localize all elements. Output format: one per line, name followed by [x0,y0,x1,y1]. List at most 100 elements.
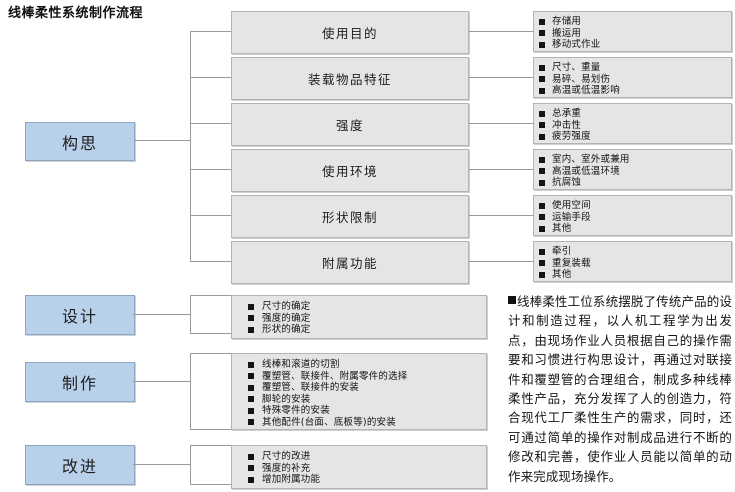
bullet-square-icon [539,225,545,232]
bullet-square-icon [248,453,254,460]
list-item: 尺寸的改进 [232,451,486,463]
bullet-square-icon [248,373,254,379]
bullet-square-icon [248,326,254,333]
list-item: 疲劳强度 [534,131,731,143]
connector-improve-brace [190,445,191,484]
connector-improve-bottom [190,484,231,485]
bullet-square-icon [248,476,254,483]
bullet-square-icon [539,156,545,163]
page-title: 线棒柔性系统制作流程 [8,6,144,21]
list-item: 易碎、易划伤 [534,74,731,86]
connector-detail-1 [468,31,533,32]
stage-box-make[interactable]: 制作 [25,362,135,402]
list-item: 高温或低温环境 [534,166,731,178]
bullet-square-icon [248,384,254,391]
bullet-square-icon [248,465,254,471]
connector-branch-4 [190,169,231,170]
detail-box-design[interactable]: 尺寸的确定 强度的确定 形状的确定 [231,295,487,339]
bullet-square-icon [539,133,545,140]
connector-make-top [190,353,231,354]
detail-box-1[interactable]: 存储用 搬运用 移动式作业 [533,11,732,52]
stage-box-improve[interactable]: 改进 [25,445,135,485]
square-marker-icon [508,296,516,304]
stage-label-improve: 改进 [61,457,98,476]
stage-label-design: 设计 [61,307,98,326]
list-item: 牵引 [534,246,731,258]
list-item: 抗腐蚀 [534,177,731,189]
branch-box-2[interactable]: 装载物品特征 [231,57,469,100]
stage-box-conceive[interactable]: 构思 [25,122,135,161]
bullet-square-icon [539,41,545,48]
connector-branch-1 [190,31,231,32]
list-item: 脚轮的安装 [232,394,486,406]
detail-box-improve[interactable]: 尺寸的改进 强度的补充 增加附属功能 [231,445,487,489]
detail-box-6[interactable]: 牵引 重复装载 其他 [533,241,732,282]
connector-detail-5 [468,215,533,216]
connector-design-top [190,295,231,296]
stage-label-make: 制作 [61,374,98,393]
bullet-square-icon [539,30,545,36]
list-item: 其他 [534,269,731,281]
detail-box-2[interactable]: 尺寸、重量 易碎、易划伤 高温或低温影响 [533,57,732,98]
branch-label-2: 装载物品特征 [307,72,392,87]
bullet-square-icon [539,18,545,25]
bullet-square-icon [539,179,545,186]
list-item: 使用空间 [534,200,731,212]
branch-box-3[interactable]: 强度 [231,103,469,146]
connector-conceive-trunk [190,31,191,261]
connector-detail-3 [468,123,533,124]
branch-label-5: 形状限制 [321,210,378,225]
list-item: 移动式作业 [534,39,731,51]
bullet-square-icon [248,303,254,310]
bullet-square-icon [248,419,254,425]
connector-detail-4 [468,169,533,170]
bullet-square-icon [248,407,254,414]
list-item: 形状的确定 [232,324,486,336]
list-item: 覆塑管、联接件、附属零件的选择 [232,371,486,383]
description-paragraph: 线棒柔性工位系统摆脱了传统产品的设计和制造过程，以人机工程学为出发点，由现场作业… [508,292,732,486]
connector-conceive-stem [133,140,190,141]
connector-branch-6 [190,261,231,262]
bullet-square-icon [539,87,545,94]
bullet-square-icon [248,396,254,402]
bullet-square-icon [539,202,545,209]
branch-box-1[interactable]: 使用目的 [231,11,469,54]
bullet-square-icon [248,361,254,368]
stage-box-design[interactable]: 设计 [25,295,135,335]
connector-branch-2 [190,77,231,78]
detail-box-4[interactable]: 室内、室外或兼用 高温或低温环境 抗腐蚀 [533,149,732,190]
connector-branch-5 [190,215,231,216]
detail-box-make[interactable]: 线棒和滚道的切割 覆塑管、联接件、附属零件的选择 覆塑管、联接件的安装 脚轮的安… [231,353,487,430]
bullet-square-icon [539,110,545,117]
branch-label-4: 使用环境 [321,164,378,179]
connector-detail-6 [468,261,533,262]
bullet-square-icon [248,315,254,321]
list-item: 重复装载 [534,258,731,270]
connector-make-brace [190,353,191,429]
bullet-square-icon [539,122,545,128]
branch-box-5[interactable]: 形状限制 [231,195,469,238]
stage-label-conceive: 构思 [61,133,98,153]
list-item: 尺寸、重量 [534,62,731,74]
list-item: 特殊零件的安装 [232,405,486,417]
branch-label-1: 使用目的 [321,26,378,41]
branch-box-4[interactable]: 使用环境 [231,149,469,192]
connector-improve-stem [133,464,190,465]
list-item: 覆塑管、联接件的安装 [232,382,486,394]
branch-box-6[interactable]: 附属功能 [231,241,469,284]
list-item: 线棒和滚道的切割 [232,359,486,371]
description-text: 线棒柔性工位系统摆脱了传统产品的设计和制造过程，以人机工程学为出发点，由现场作业… [508,294,732,484]
bullet-square-icon [539,76,545,82]
connector-design-brace [190,295,191,334]
list-item: 强度的补充 [232,463,486,475]
connector-design-stem [133,314,190,315]
bullet-square-icon [539,271,545,278]
list-item: 其他 [534,223,731,235]
detail-box-5[interactable]: 使用空间 运输手段 其他 [533,195,732,236]
bullet-square-icon [539,168,545,174]
list-item: 尺寸的确定 [232,301,486,313]
list-item: 增加附属功能 [232,474,486,486]
list-item: 其他配件(台面、底板等)的安装 [232,417,486,429]
detail-box-3[interactable]: 总承重 冲击性 疲劳强度 [533,103,732,144]
